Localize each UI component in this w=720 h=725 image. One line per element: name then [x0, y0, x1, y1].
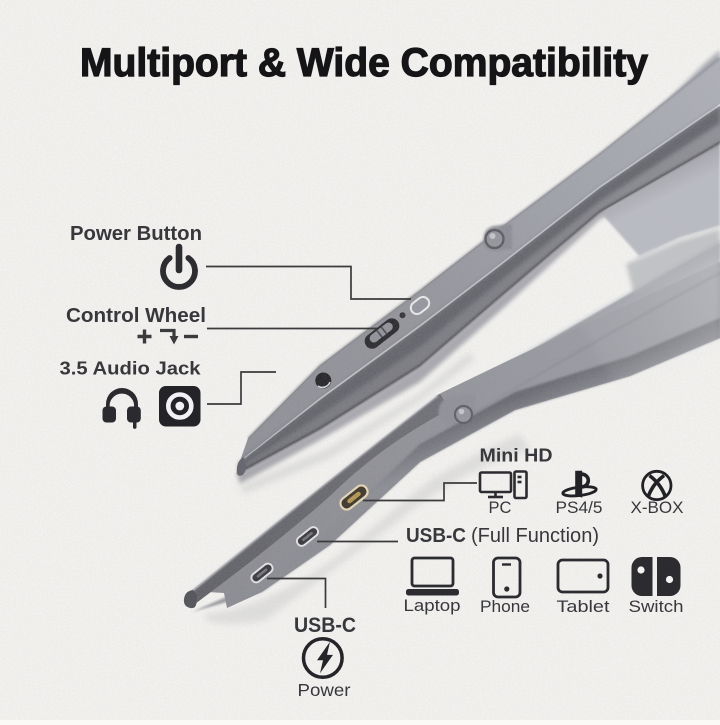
svg-text:Tablet: Tablet	[557, 598, 610, 616]
svg-text:(Full Function): (Full Function)	[471, 525, 599, 547]
svg-text:X-BOX: X-BOX	[631, 499, 684, 517]
svg-text:Phone: Phone	[480, 598, 530, 616]
svg-text:USB-C: USB-C	[406, 525, 466, 547]
svg-text:PS4/5: PS4/5	[556, 499, 603, 517]
svg-text:Multiport & Wide Compatibility: Multiport & Wide Compatibility	[80, 41, 649, 85]
svg-text:Power Button: Power Button	[70, 223, 202, 245]
svg-text:Switch: Switch	[629, 598, 684, 616]
svg-text:Laptop: Laptop	[404, 597, 461, 615]
svg-text:Power: Power	[298, 680, 351, 700]
svg-text:USB-C: USB-C	[294, 613, 356, 637]
svg-text:Control Wheel: Control Wheel	[66, 305, 206, 327]
svg-text:3.5 Audio Jack: 3.5 Audio Jack	[60, 359, 202, 379]
svg-text:PC: PC	[489, 499, 512, 517]
svg-text:Mini HD: Mini HD	[480, 446, 553, 466]
